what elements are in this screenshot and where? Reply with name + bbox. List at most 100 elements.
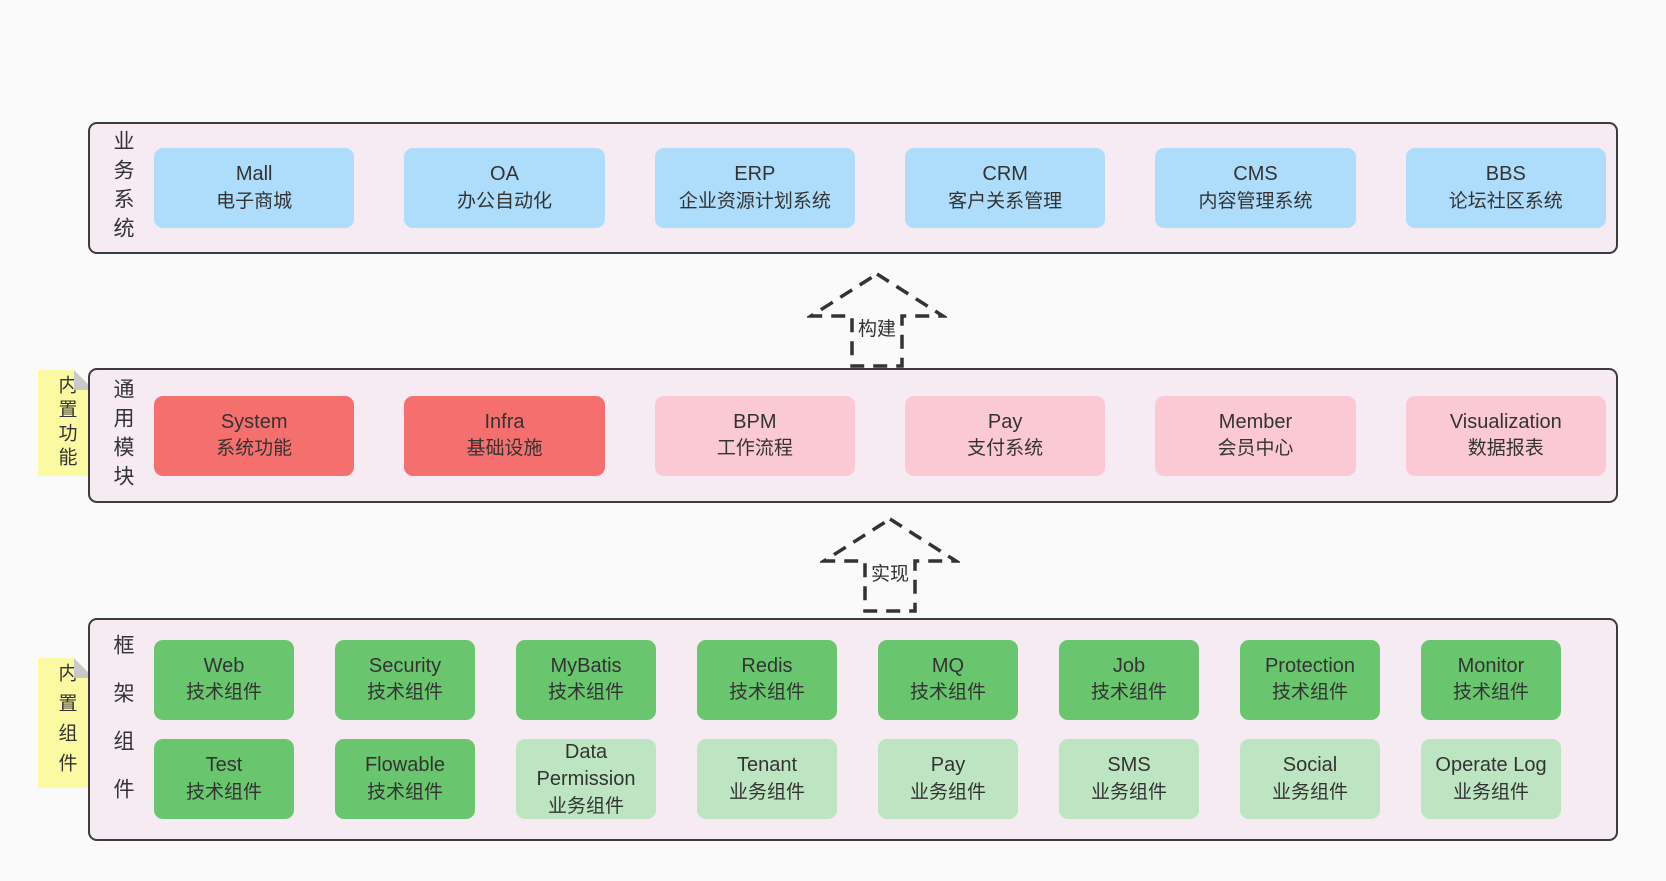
box-security-en: Security xyxy=(368,654,442,677)
business-boxes-row: Mall 电子商城 OA 办公自动化 ERP 企业资源计划系统 CRM 客户关系… xyxy=(154,124,1616,252)
box-redis-zh: 技术组件 xyxy=(728,682,805,704)
box-cms-en: CMS xyxy=(1233,163,1278,186)
box-mq-zh: 技术组件 xyxy=(909,682,986,704)
box-oa-zh: 办公自动化 xyxy=(456,190,552,212)
box-social-zh: 业务组件 xyxy=(1271,782,1348,803)
box-protection-en: Protection xyxy=(1264,654,1356,677)
box-monitor: Monitor 技术组件 xyxy=(1421,639,1561,720)
box-infra: Infra 基础设施 xyxy=(404,395,605,476)
box-infra-zh: 基础设施 xyxy=(466,438,543,460)
box-oa: OA 办公自动化 xyxy=(404,148,605,228)
box-web-en: Web xyxy=(203,654,245,677)
layer-framework-components: 框架组件 Web 技术组件 Security 技术组件 MyBatis 技术组件… xyxy=(88,618,1618,841)
box-infra-en: Infra xyxy=(484,410,525,433)
box-sms-zh: 业务组件 xyxy=(1090,782,1167,803)
component-rows: Web 技术组件 Security 技术组件 MyBatis 技术组件 Redi… xyxy=(154,620,1616,839)
sticky-note-builtin-features-text: 内置功能 xyxy=(55,375,77,471)
box-cms: CMS 内容管理系统 xyxy=(1155,148,1356,228)
box-test-en: Test xyxy=(205,754,243,777)
box-job: Job 技术组件 xyxy=(1059,639,1199,720)
box-bbs: BBS 论坛社区系统 xyxy=(1405,148,1606,228)
box-bbs-zh: 论坛社区系统 xyxy=(1448,190,1563,212)
box-erp-en: ERP xyxy=(734,163,776,186)
box-member-zh: 会员中心 xyxy=(1217,438,1294,460)
box-system: System 系统功能 xyxy=(154,395,355,476)
box-mq-en: MQ xyxy=(931,654,965,677)
box-mq: MQ 技术组件 xyxy=(878,639,1018,720)
box-crm-zh: 客户关系管理 xyxy=(948,190,1063,212)
box-mall-zh: 电子商城 xyxy=(216,190,293,212)
box-redis-en: Redis xyxy=(741,654,793,677)
box-mall-en: Mall xyxy=(235,163,273,186)
layer-label-business: 业务系统 xyxy=(90,124,154,252)
box-flowable-en: Flowable xyxy=(364,754,446,777)
implement-arrow-label: 实现 xyxy=(867,559,913,586)
box-erp-zh: 企业资源计划系统 xyxy=(678,190,831,212)
layer-common-modules: 通用模块 System 系统功能 Infra 基础设施 BPM 工作流程 Pay… xyxy=(88,368,1618,503)
box-job-zh: 技术组件 xyxy=(1090,682,1167,704)
box-pay-component: Pay 业务组件 xyxy=(878,739,1018,820)
box-operate-log-zh: 业务组件 xyxy=(1452,782,1529,803)
box-oa-en: OA xyxy=(490,163,519,186)
box-mybatis: MyBatis 技术组件 xyxy=(516,639,656,720)
box-system-en: System xyxy=(220,410,288,433)
box-data-permission: Data Permission 业务组件 xyxy=(516,739,656,820)
box-sms-en: SMS xyxy=(1107,754,1151,777)
box-mybatis-en: MyBatis xyxy=(550,654,622,677)
box-pay-component-zh: 业务组件 xyxy=(909,782,986,803)
layer-label-components-text: 框架组件 xyxy=(111,633,134,826)
box-job-en: Job xyxy=(1112,654,1146,677)
box-pay-component-en: Pay xyxy=(930,754,966,777)
box-tenant-en: Tenant xyxy=(736,754,798,777)
biz-components-row: Test 技术组件 Flowable 技术组件 Data Permission … xyxy=(154,739,1616,820)
box-crm: CRM 客户关系管理 xyxy=(904,148,1106,228)
box-protection: Protection 技术组件 xyxy=(1240,639,1380,720)
box-erp: ERP 企业资源计划系统 xyxy=(654,148,855,228)
box-pay-module-en: Pay xyxy=(987,410,1023,433)
box-crm-en: CRM xyxy=(982,163,1028,186)
box-flowable-zh: 技术组件 xyxy=(366,782,443,803)
box-data-permission-en: Data Permission xyxy=(536,740,636,791)
layer-label-components: 框架组件 xyxy=(90,620,154,839)
box-sms: SMS 业务组件 xyxy=(1059,739,1199,820)
box-pay-module-zh: 支付系统 xyxy=(967,438,1044,460)
sticky-note-builtin-components: 内置组件 xyxy=(38,658,94,788)
box-web-zh: 技术组件 xyxy=(185,682,262,704)
layer-label-modules: 通用模块 xyxy=(90,370,154,501)
box-security-zh: 技术组件 xyxy=(366,682,443,704)
box-tenant: Tenant 业务组件 xyxy=(697,739,837,820)
sticky-note-builtin-features: 内置功能 xyxy=(38,370,94,476)
box-visualization-en: Visualization xyxy=(1449,410,1562,433)
box-mall: Mall 电子商城 xyxy=(154,148,355,228)
box-redis: Redis 技术组件 xyxy=(697,639,837,720)
box-operate-log-en: Operate Log xyxy=(1435,754,1547,777)
build-arrow-icon: 构建 xyxy=(807,270,947,370)
box-social-en: Social xyxy=(1282,754,1338,777)
box-monitor-en: Monitor xyxy=(1457,654,1525,677)
implement-arrow-icon: 实现 xyxy=(820,515,960,615)
box-bbs-en: BBS xyxy=(1485,163,1526,186)
box-bpm: BPM 工作流程 xyxy=(654,395,855,476)
sticky-note-builtin-components-text: 内置组件 xyxy=(55,663,77,783)
module-boxes-row: System 系统功能 Infra 基础设施 BPM 工作流程 Pay 支付系统… xyxy=(154,370,1616,501)
box-pay-module: Pay 支付系统 xyxy=(904,395,1106,476)
box-monitor-zh: 技术组件 xyxy=(1452,682,1529,704)
box-web: Web 技术组件 xyxy=(154,639,294,720)
build-arrow-label: 构建 xyxy=(854,314,900,341)
box-cms-zh: 内容管理系统 xyxy=(1198,190,1313,212)
box-mybatis-zh: 技术组件 xyxy=(547,682,624,704)
box-security: Security 技术组件 xyxy=(335,639,475,720)
box-test: Test 技术组件 xyxy=(154,739,294,820)
box-member-en: Member xyxy=(1218,410,1293,433)
box-operate-log: Operate Log 业务组件 xyxy=(1421,739,1561,820)
tech-components-row: Web 技术组件 Security 技术组件 MyBatis 技术组件 Redi… xyxy=(154,639,1616,720)
box-protection-zh: 技术组件 xyxy=(1271,682,1348,704)
box-system-zh: 系统功能 xyxy=(216,438,293,460)
box-tenant-zh: 业务组件 xyxy=(728,782,805,803)
box-flowable: Flowable 技术组件 xyxy=(335,739,475,820)
box-test-zh: 技术组件 xyxy=(185,782,262,803)
box-member: Member 会员中心 xyxy=(1155,395,1356,476)
box-social: Social 业务组件 xyxy=(1240,739,1380,820)
box-visualization: Visualization 数据报表 xyxy=(1405,395,1606,476)
box-data-permission-zh: 业务组件 xyxy=(547,795,624,817)
